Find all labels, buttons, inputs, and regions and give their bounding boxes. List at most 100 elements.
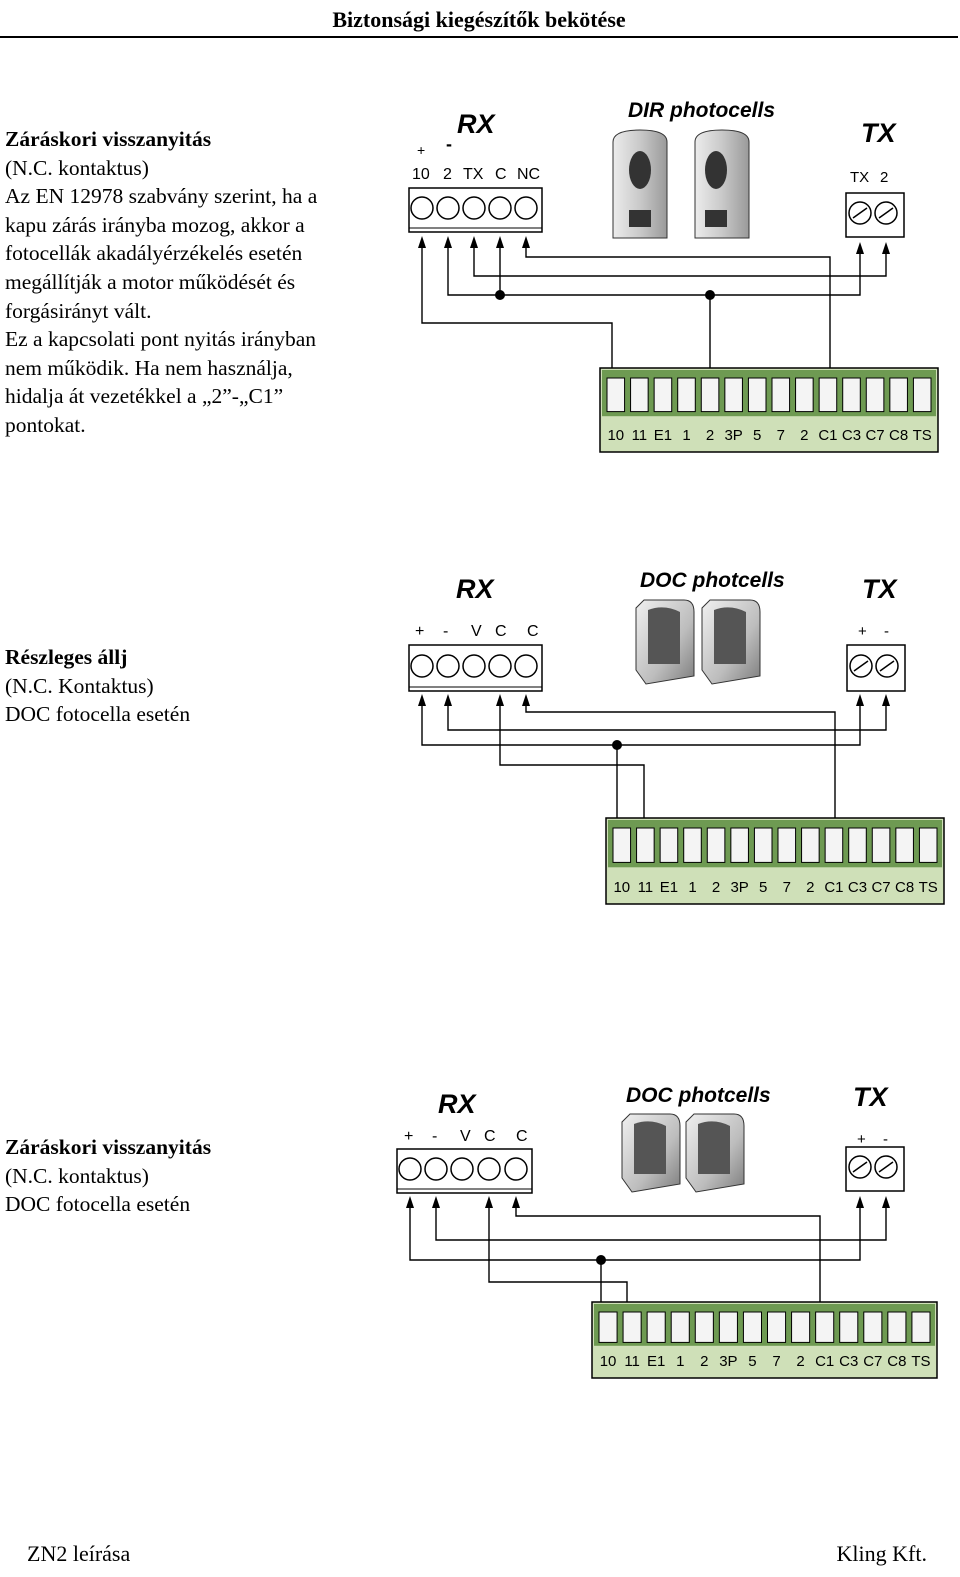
- board-terminal-label: 3P: [724, 427, 742, 444]
- section-2-line: (N.C. Kontaktus): [5, 673, 154, 698]
- board-terminal-slot: [622, 1311, 642, 1343]
- rx-terminal-label: -: [443, 623, 448, 640]
- board-terminal-slot: [742, 1311, 763, 1343]
- board-terminal-label: C8: [887, 1353, 906, 1370]
- tx-terminal-label: +: [858, 623, 867, 640]
- rx-terminal-label: 2: [443, 166, 452, 183]
- board-terminal-label: C7: [863, 1353, 882, 1370]
- board-terminal-slot: [771, 377, 791, 413]
- section-1-line: nem működik. Ha nem használja,: [5, 355, 293, 380]
- board-terminal-label: C3: [848, 879, 867, 896]
- photocell-icon: [612, 129, 668, 239]
- tx-terminal-label: -: [883, 1131, 888, 1148]
- arrow-heads: [406, 1196, 890, 1322]
- section-3-title: Záráskori visszanyitás: [5, 1135, 212, 1159]
- board-terminal-label: E1: [660, 879, 678, 896]
- page-header: Biztonsági kiegészítők bekötése: [0, 0, 958, 38]
- photocell-icon: [694, 129, 750, 239]
- board-terminal-slot: [791, 1311, 811, 1343]
- board-terminal-label: 1: [676, 1353, 684, 1370]
- rx-terminal-label: NC: [517, 166, 540, 183]
- board-terminal-label: 3P: [730, 879, 748, 896]
- tx-screws: [848, 1155, 898, 1179]
- section-1-line: hidalja át vezetékkel a „2”-„C1”: [5, 384, 284, 409]
- board-terminal-label: 10: [613, 879, 630, 896]
- board-terminal-slot: [670, 1311, 690, 1343]
- rx-terminal-label: +: [404, 1128, 413, 1145]
- board-terminal-label: 5: [748, 1353, 756, 1370]
- board-terminal-label: C7: [865, 427, 884, 444]
- section-1-line: Az EN 12978 szabvány szerint, ha a: [5, 184, 318, 209]
- board-terminal-slot: [747, 377, 767, 413]
- board-terminal-label: 7: [783, 879, 791, 896]
- board-terminal-label: 7: [772, 1353, 780, 1370]
- tx-label: TX: [862, 574, 898, 604]
- board-terminal-slot: [730, 827, 749, 863]
- board-terminal-label: TS: [919, 879, 938, 896]
- rx-screws: [410, 654, 538, 678]
- tx-label: TX: [853, 1082, 889, 1112]
- section-1-line: Ez a kapcsolati pont nyitás irányban: [5, 327, 317, 352]
- board-terminal-slot: [683, 827, 702, 863]
- rx-terminal-label: +: [415, 623, 424, 640]
- board-terminal-slot: [824, 827, 844, 863]
- section-1-title: Záráskori visszanyitás: [5, 127, 212, 151]
- board-terminal-label: 11: [624, 1353, 640, 1370]
- rx-terminal-label: C: [516, 1128, 528, 1145]
- footer-right: Kling Kft.: [836, 1541, 927, 1566]
- wires: [421, 700, 887, 826]
- board-terminal-label: 1: [688, 879, 696, 896]
- rx-terminal-label: V: [460, 1128, 471, 1145]
- photocell-icon: [621, 1113, 681, 1193]
- board-terminal-slot: [863, 1311, 883, 1343]
- board-terminal-label: 1: [682, 427, 690, 444]
- board-terminal-slot: [767, 1311, 787, 1343]
- rx-polarity-plus: +: [417, 142, 425, 158]
- board-terminal-label: 10: [600, 1353, 617, 1370]
- board-terminal-slot: [700, 377, 720, 413]
- board-terminal-slot: [659, 827, 679, 863]
- board-terminal-label: C7: [871, 879, 890, 896]
- board-terminal-label: TS: [911, 1353, 930, 1370]
- board-terminal-label: C8: [895, 879, 914, 896]
- board-terminal-slot: [801, 827, 820, 863]
- board-terminal-slot: [777, 827, 797, 863]
- board-terminal-slot: [706, 827, 726, 863]
- board-terminal-label: 2: [796, 1353, 804, 1370]
- rx-label: RX: [457, 109, 496, 139]
- rx-screws: [398, 1157, 528, 1181]
- rx-screws: [410, 196, 538, 220]
- wires: [421, 240, 887, 375]
- section-1-line: (N.C. kontaktus): [5, 155, 149, 180]
- board-terminal-label: 5: [753, 427, 761, 444]
- board-terminal-label: C1: [818, 427, 837, 444]
- rx-terminal-label: C: [484, 1128, 496, 1145]
- rx-terminal-label: -: [432, 1128, 437, 1145]
- rx-polarity-minus: -: [446, 134, 452, 154]
- board-terminal-slot: [865, 377, 885, 413]
- wiring-diagram-dir: RX + - 10 2 TX C NC DIR photocells TX TX…: [0, 0, 960, 460]
- board-terminal-slot: [718, 1311, 738, 1343]
- section-2-line: DOC fotocella esetén: [5, 702, 191, 727]
- rx-terminal-label: C: [495, 623, 507, 640]
- rx-terminal-label: C: [527, 623, 539, 640]
- footer-left: ZN2 leírása: [27, 1541, 131, 1566]
- section-1-line: megállítják a motor működését és: [5, 269, 296, 294]
- photocell-icon: [635, 599, 695, 685]
- page-title: Biztonsági kiegészítők bekötése: [332, 7, 626, 32]
- board-terminal-label: TS: [913, 427, 932, 444]
- board-terminal-label: 2: [706, 427, 714, 444]
- board-terminal-slot: [612, 827, 632, 863]
- board-terminal-slot: [646, 1311, 666, 1343]
- photocells-label: DOC photcells: [640, 569, 785, 592]
- board-terminal-slot: [912, 377, 932, 413]
- board-terminal-label: C1: [815, 1353, 834, 1370]
- board-terminal-slot: [795, 377, 814, 413]
- rx-label: RX: [438, 1089, 477, 1119]
- rx-terminal-label: TX: [463, 166, 484, 183]
- board-terminal-slot: [911, 1311, 931, 1343]
- board-terminal-slot: [636, 827, 655, 863]
- board-terminal-slot: [724, 377, 743, 413]
- board-terminal-label: 11: [638, 879, 654, 896]
